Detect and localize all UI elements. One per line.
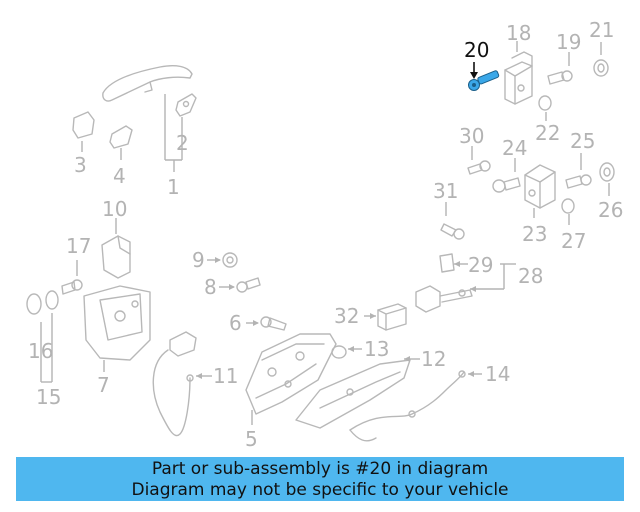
part-12-carrier [295,359,411,429]
label-16: 16 [28,339,53,363]
label-10: 10 [102,197,127,221]
part-7-latch [83,285,151,361]
part-18-hinge [504,51,533,105]
part-2-handle-cover [175,93,197,117]
label-22: 22 [535,121,560,145]
part-14-cable [349,370,466,442]
label-11: 11 [213,364,238,388]
label-5: 5 [245,427,258,451]
part-26-washer [599,162,615,182]
part-13-grommet [331,345,347,359]
label-20: 20 [464,38,489,62]
part-29-clip [439,253,455,273]
label-21: 21 [589,18,614,42]
part-4-gasket [109,125,133,149]
part-23-hinge [524,164,556,209]
part-17-screw [61,279,83,295]
part-30-bolt [467,160,491,175]
label-26: 26 [598,198,623,222]
banner-line-2: Diagram may not be specific to your vehi… [131,480,509,500]
label-18: 18 [506,21,531,45]
label-23: 23 [522,222,547,246]
label-32: 32 [334,304,359,328]
label-2: 2 [176,131,189,155]
label-28: 28 [518,264,543,288]
label-30: 30 [459,124,484,148]
part-28-check-strap [415,285,473,313]
part-1-outer-handle [102,65,193,102]
part-31-bolt [440,223,465,240]
part-6-bolt [260,316,287,331]
label-9: 9 [192,248,205,272]
part-9-nut [222,252,238,268]
part-20-bolt[interactable] [468,62,500,91]
label-3: 3 [74,153,87,177]
label-29: 29 [468,253,493,277]
label-8: 8 [204,275,217,299]
label-17: 17 [66,234,91,258]
label-7: 7 [97,373,110,397]
part-21-washer [593,59,609,77]
part-27-bushing [561,198,575,214]
label-1: 1 [167,175,180,199]
part-25-bolt [565,174,592,189]
part-8-screw [236,277,261,293]
label-14: 14 [485,362,510,386]
label-25: 25 [570,129,595,153]
label-24: 24 [502,136,527,160]
label-13: 13 [364,337,389,361]
part-19-bolt [547,70,573,85]
label-19: 19 [556,30,581,54]
label-27: 27 [561,229,586,253]
banner-line-1: Part or sub-assembly is #20 in diagram [151,459,489,479]
label-4: 4 [113,164,126,188]
part-10-bracket [101,235,131,279]
label-15: 15 [36,385,61,409]
part-32-bumper [377,303,407,331]
part-16-grommet [26,290,59,315]
label-31: 31 [433,179,458,203]
part-3-cap [72,111,95,139]
part-24-bolt [492,177,521,193]
part-5-module [245,333,337,415]
label-12: 12 [421,347,446,371]
label-6: 6 [229,311,242,335]
part-11-cable [152,331,197,437]
part-22-bushing [538,95,552,111]
info-banner: Part or sub-assembly is #20 in diagram D… [16,457,624,501]
